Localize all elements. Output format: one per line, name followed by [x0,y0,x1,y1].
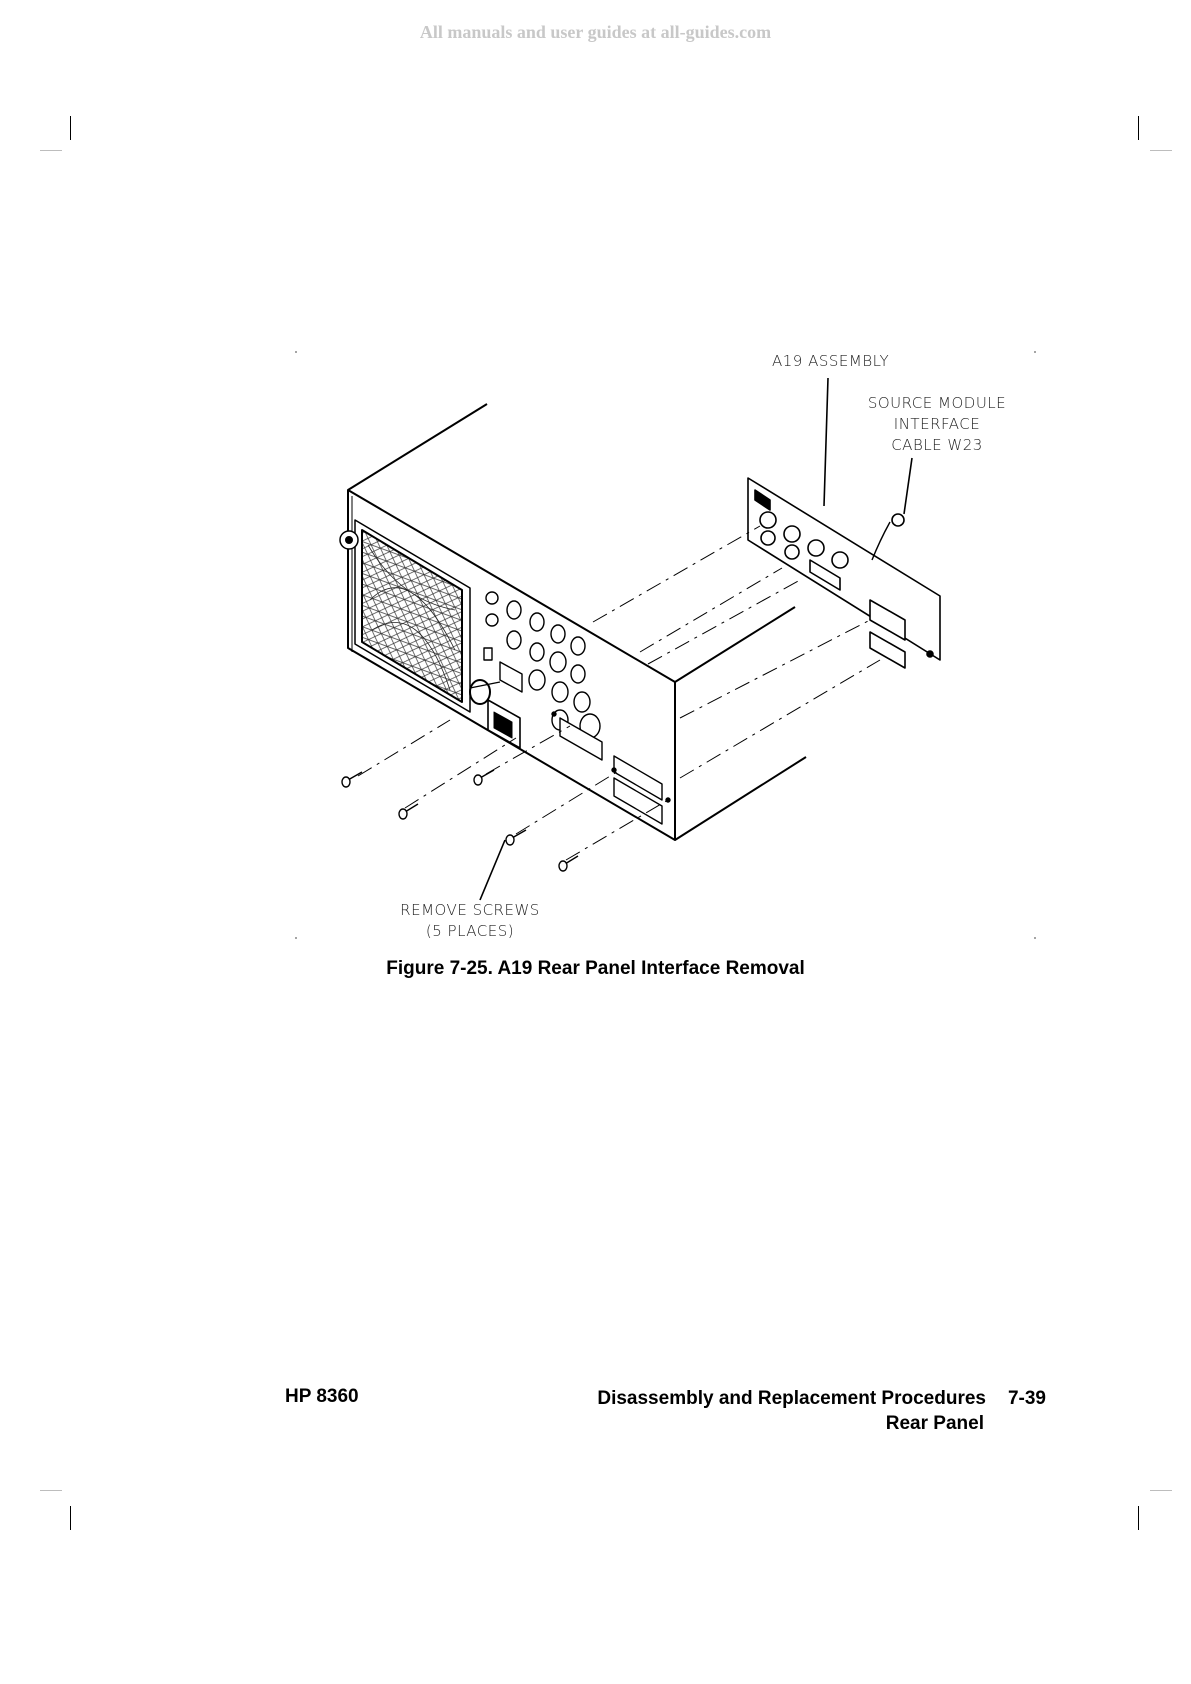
footer-subsection: Rear Panel [597,1411,984,1436]
a19-assembly-board [748,478,940,668]
footer-page-number: 7-39 [1008,1388,1046,1409]
footer-section: Disassembly and Replacement Procedures [597,1388,986,1409]
label-interface: INTERFACE [862,414,1012,435]
label-remove-screws: REMOVE SCREWS [400,900,540,921]
screws [342,770,578,871]
footer-right-block: Disassembly and Replacement Procedures 7-… [597,1386,1046,1436]
label-remove-screws-block: REMOVE SCREWS (5 PLACES) [400,900,540,942]
figure-caption: Figure 7-25. A19 Rear Panel Interface Re… [0,958,1191,980]
label-five-places: (5 PLACES) [400,921,540,942]
label-source-module-block: SOURCE MODULE INTERFACE CABLE W23 [862,393,1012,456]
screw-4 [506,830,526,845]
label-cable-w23: CABLE W23 [862,435,1012,456]
label-a19-assembly: A19 ASSEMBLY [772,351,889,372]
footer-model: HP 8360 [285,1386,359,1408]
screw-1 [342,772,362,787]
label-source-module: SOURCE MODULE [862,393,1012,414]
screw-3 [474,770,494,785]
